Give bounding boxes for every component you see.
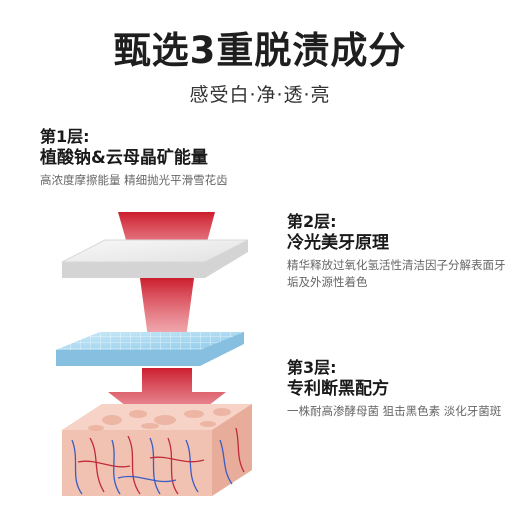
page-title: 甄选3重脱渍成分 — [113, 29, 407, 72]
layer1-plate — [61, 239, 249, 278]
layer1-label: 第1层: — [40, 127, 90, 146]
layer1-info: 第1层: 植酸钠&云母晶矿能量 高浓度摩擦能量 精细抛光平滑雪花齿 — [40, 127, 300, 189]
layer2-info: 第2层: 冷光美牙原理 精华释放过氧化氢活性清洁因子分解表面牙垢及外源性着色 — [287, 212, 507, 291]
layer2-name: 冷光美牙原理 — [287, 233, 389, 253]
tissue-block — [62, 404, 252, 496]
layer3-info: 第3层: 专利断黑配方 一株耐高渗酵母菌 狙击黑色素 淡化牙菌斑 — [287, 358, 507, 420]
page-subtitle: 感受白·净·透·亮 — [189, 84, 331, 106]
layer3-desc: 一株耐高渗酵母菌 狙击黑色素 淡化牙菌斑 — [287, 404, 502, 418]
layer1-desc: 高浓度摩擦能量 精细抛光平滑雪花齿 — [40, 173, 228, 187]
layer2-plate — [56, 332, 244, 366]
layer2-label: 第2层: — [287, 212, 337, 231]
layer1-name: 植酸钠&云母晶矿能量 — [40, 148, 208, 168]
layer3-name: 专利断黑配方 — [287, 379, 389, 399]
layer2-desc: 精华释放过氧化氢活性清洁因子分解表面牙垢及外源性着色 — [287, 258, 506, 289]
layer3-label: 第3层: — [287, 358, 337, 377]
red-arrow-bottom — [108, 368, 226, 438]
red-beam-middle — [140, 278, 194, 338]
